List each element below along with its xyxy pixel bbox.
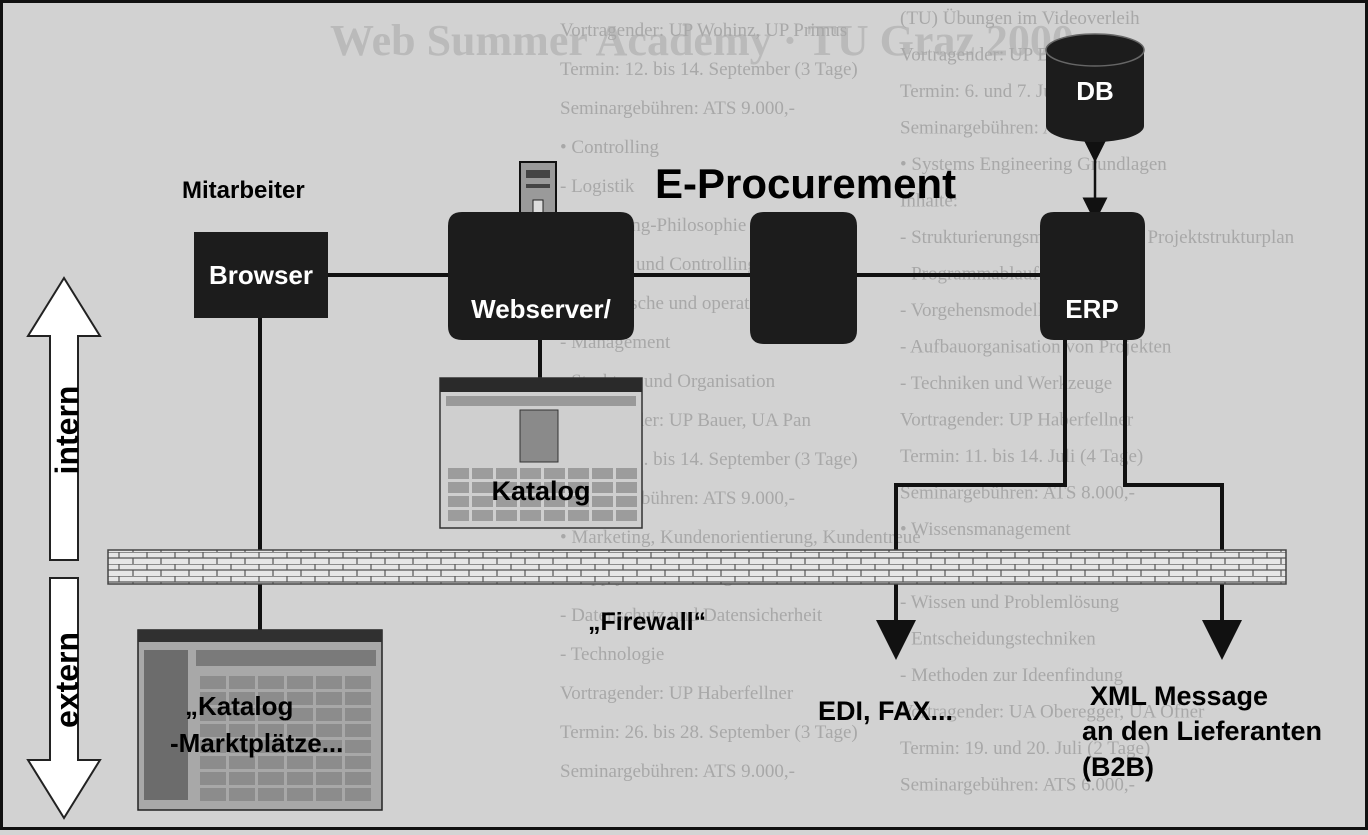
bg-left-line: - Techniken und Werkzeuge [900, 373, 1112, 394]
zone-label-intern: intern [49, 386, 85, 475]
bg-left-line: Vortragender: UP Haberfellner [900, 410, 1134, 431]
db-label: DB [1076, 76, 1114, 106]
bg-right-line: • Marketing, Kundenorientierung, Kundent… [560, 527, 921, 548]
bg-left-line: - Entscheidungstechniken [900, 629, 1096, 650]
bg-right-line: Vortragender: UP Haberfellner [560, 683, 794, 704]
bg-right-line: Termin: 26. bis 28. September (3 Tage) [560, 722, 858, 743]
bg-left-line: • Wissensmanagement [900, 519, 1071, 540]
employee-label: Mitarbeiter [182, 177, 305, 204]
marketplace-label-line2: -Marktplätze... [170, 728, 343, 758]
firewall-label: „Firewall“ [588, 608, 706, 636]
bg-left-line: Termin: 11. bis 14. Juli (4 Tage) [900, 446, 1143, 467]
zone-label-extern: extern [49, 632, 85, 728]
output-xml-line2: an den Lieferanten [1082, 716, 1322, 746]
catalog-label: Katalog [491, 476, 590, 506]
bg-left-line: (TU) Übungen im Videoverleih [900, 8, 1140, 29]
output-xml-line1: XML Message [1090, 681, 1268, 711]
bg-right-line: Vortragender: UP Wohinz, UP Primus [560, 20, 847, 41]
output-xml-line3: (B2B) [1082, 752, 1154, 782]
bg-right-line: • Controlling [560, 137, 660, 158]
bg-left-line: - Vorgehensmodelle [900, 300, 1051, 321]
erp-label: ERP [1065, 294, 1118, 324]
bg-right-line: Seminargebühren: ATS 9.000,- [560, 761, 795, 782]
firewall-wall [108, 550, 1286, 584]
bg-right-line: - Technologie [560, 644, 664, 665]
diagram-title: E-Procurement [655, 160, 956, 207]
gateway-node [750, 212, 857, 344]
browser-label: Browser [209, 260, 313, 290]
bg-left-line: - Wissen und Problemlösung [900, 592, 1119, 613]
marketplace-label-line1: „Katalog [185, 691, 293, 721]
webserver-label: Webserver/ [471, 294, 611, 324]
bg-right-line: Termin: 12. bis 14. September (3 Tage) [560, 59, 858, 80]
bg-right-line: Seminargebühren: ATS 9.000,- [560, 98, 795, 119]
bg-right-line: - Logistik [560, 176, 635, 197]
output-edi-fax: EDI, FAX... [818, 696, 953, 726]
